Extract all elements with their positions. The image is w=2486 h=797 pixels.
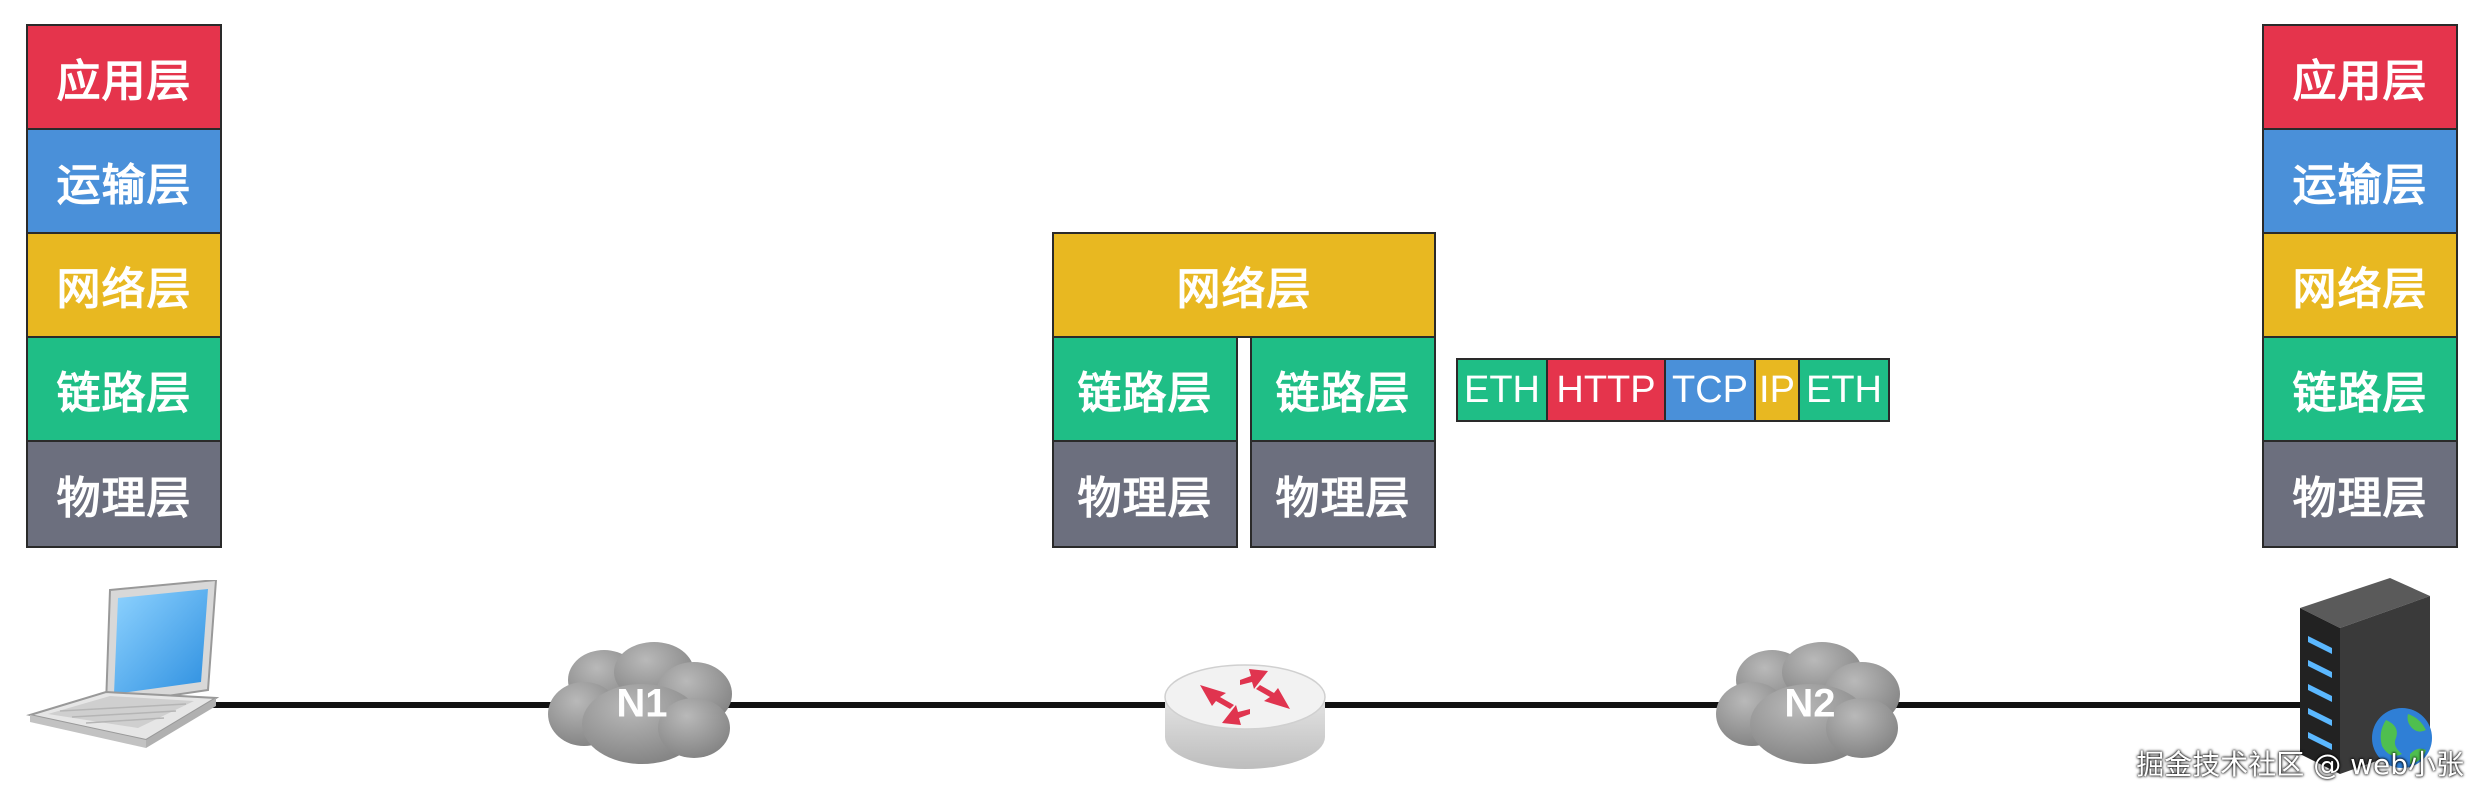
watermark: 掘金技术社区 @ web小张 bbox=[2136, 748, 2464, 781]
laptop-icon bbox=[26, 578, 226, 750]
router-link-layer-right: 链路层 bbox=[1250, 336, 1436, 442]
packet-eth-trailer: ETH bbox=[1798, 358, 1890, 422]
router-stack: 网络层 链路层 物理层 链路层 物理层 bbox=[1052, 232, 1436, 548]
packet-ip: IP bbox=[1754, 358, 1800, 422]
right-host-stack: 应用层 运输层 网络层 链路层 物理层 bbox=[2262, 24, 2458, 548]
packet-eth-header: ETH bbox=[1456, 358, 1548, 422]
left-application-layer: 应用层 bbox=[26, 24, 222, 130]
cloud-n1: N1 bbox=[544, 640, 740, 768]
packet-tcp: TCP bbox=[1664, 358, 1756, 422]
server-icon bbox=[2290, 578, 2440, 778]
left-network-layer: 网络层 bbox=[26, 232, 222, 338]
cloud-n2: N2 bbox=[1712, 640, 1908, 768]
right-transport-layer: 运输层 bbox=[2262, 128, 2458, 234]
right-application-layer: 应用层 bbox=[2262, 24, 2458, 130]
right-link-layer: 链路层 bbox=[2262, 336, 2458, 442]
left-host-stack: 应用层 运输层 网络层 链路层 物理层 bbox=[26, 24, 222, 548]
router-icon bbox=[1160, 655, 1330, 775]
router-network-layer: 网络层 bbox=[1052, 232, 1436, 338]
packet-http: HTTP bbox=[1546, 358, 1666, 422]
router-link-layer-left: 链路层 bbox=[1052, 336, 1238, 442]
network-label-n2: N2 bbox=[1784, 681, 1836, 726]
left-transport-layer: 运输层 bbox=[26, 128, 222, 234]
right-physical-layer: 物理层 bbox=[2262, 440, 2458, 548]
left-physical-layer: 物理层 bbox=[26, 440, 222, 548]
right-network-layer: 网络层 bbox=[2262, 232, 2458, 338]
router-physical-layer-right: 物理层 bbox=[1250, 440, 1436, 548]
network-label-n1: N1 bbox=[616, 681, 668, 726]
left-link-layer: 链路层 bbox=[26, 336, 222, 442]
router-physical-layer-left: 物理层 bbox=[1052, 440, 1238, 548]
